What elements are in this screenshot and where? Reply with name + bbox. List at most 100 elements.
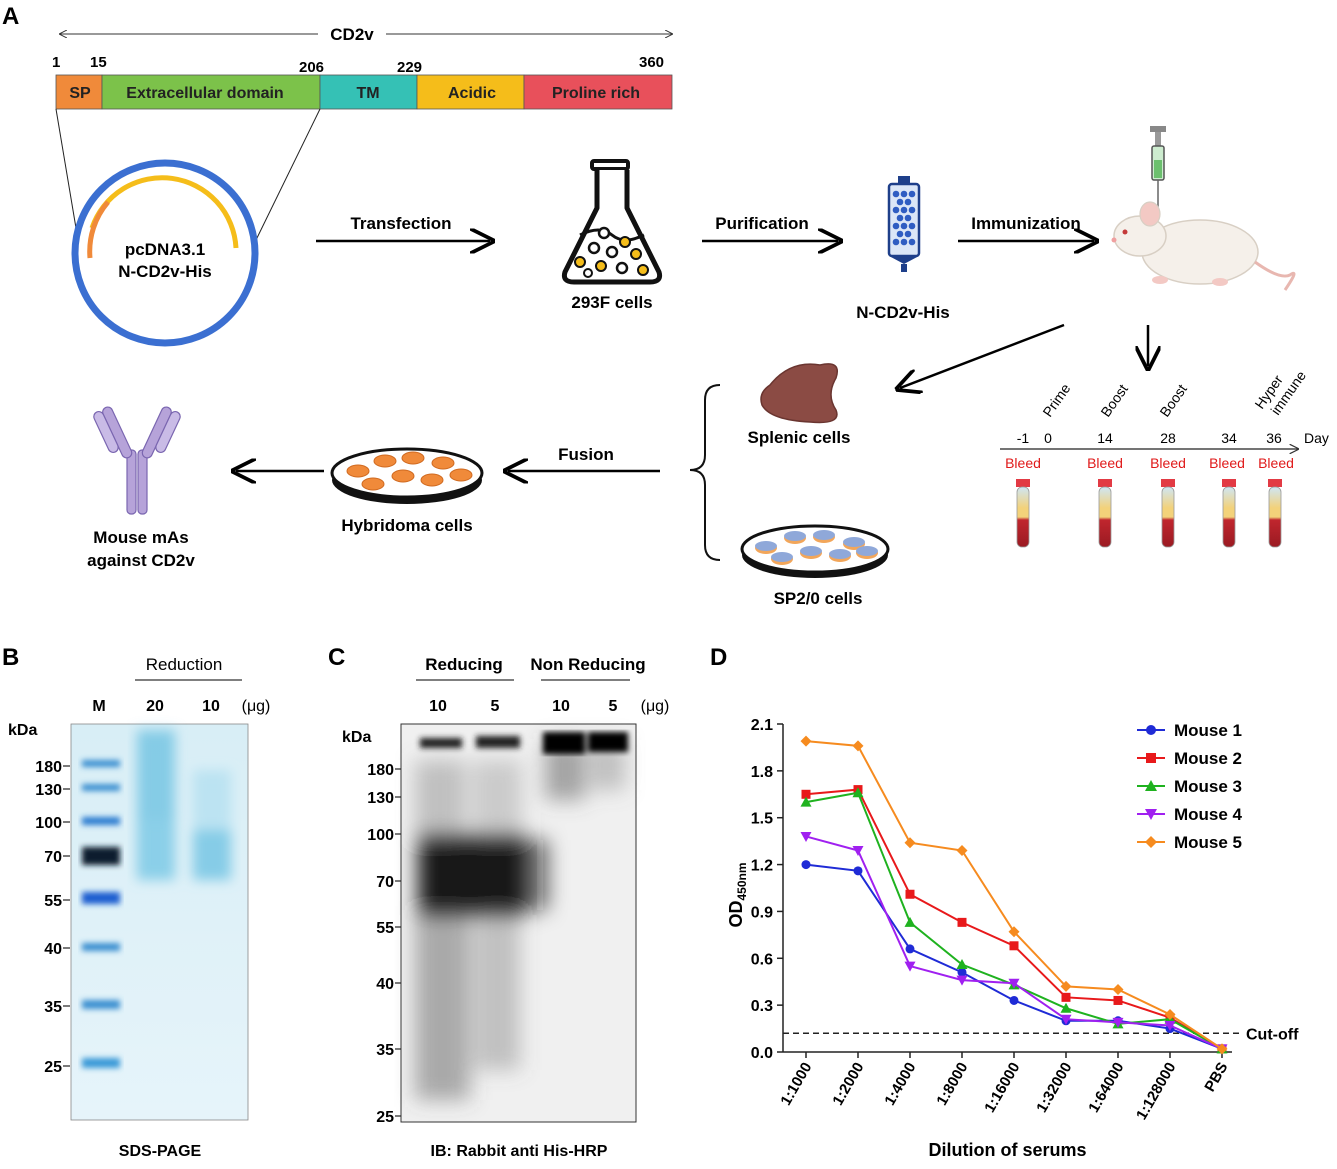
position-label: 206 bbox=[299, 59, 324, 76]
phase-label: Prime bbox=[1039, 380, 1073, 419]
data-point bbox=[904, 837, 916, 849]
purification-column-icon bbox=[887, 176, 921, 272]
panel-d-letter: D bbox=[710, 644, 727, 671]
data-point bbox=[801, 789, 811, 799]
lane-label: 5 bbox=[491, 698, 500, 715]
data-point bbox=[1112, 984, 1124, 996]
y-tick-label: 0.6 bbox=[751, 951, 773, 968]
label-splenic-cells: Splenic cells bbox=[748, 428, 851, 447]
zoom-line-right bbox=[255, 108, 321, 241]
data-point bbox=[1060, 980, 1072, 992]
y-tick-label: 0.0 bbox=[751, 1045, 773, 1062]
domain-label: Extracellular domain bbox=[126, 85, 283, 102]
data-point bbox=[1112, 1017, 1124, 1028]
domain-sp bbox=[55, 74, 103, 110]
lane-label: 5 bbox=[609, 698, 618, 715]
label-mab-line1: Mouse mAs bbox=[93, 528, 188, 547]
position-label: 1 bbox=[52, 54, 60, 71]
data-point bbox=[800, 831, 812, 842]
zoom-line-left bbox=[55, 108, 79, 241]
sds-page-gel bbox=[70, 723, 249, 1121]
syringe-icon bbox=[1150, 126, 1166, 212]
domain-proline bbox=[523, 74, 673, 110]
data-point bbox=[956, 845, 968, 857]
legend-marker bbox=[1146, 725, 1156, 735]
marker-label: 180 bbox=[367, 762, 394, 779]
day-label: 36 bbox=[1266, 430, 1282, 446]
lane-label: 10 bbox=[552, 698, 570, 715]
x-tick-label: 1:64000 bbox=[1085, 1060, 1127, 1116]
cutoff-label: Cut-off bbox=[1246, 1026, 1299, 1043]
insert-arc bbox=[89, 175, 239, 249]
day-label: 0 bbox=[1044, 430, 1052, 446]
lane-label: 10 bbox=[202, 698, 220, 715]
x-tick-label: 1:16000 bbox=[981, 1060, 1023, 1116]
panel-b-caption: SDS-PAGE bbox=[119, 1143, 202, 1160]
y-axis-label: OD450nm bbox=[726, 862, 749, 927]
domain-bar: SP Extracellular domain TM Acidic Prolin… bbox=[55, 74, 673, 110]
step-fusion: Fusion bbox=[558, 445, 614, 464]
domain-label: Proline rich bbox=[552, 85, 640, 102]
step-immunization: Immunization bbox=[971, 214, 1081, 233]
marker-label: 40 bbox=[44, 941, 62, 958]
data-point bbox=[852, 787, 864, 798]
data-point bbox=[853, 866, 863, 876]
y-tick-label: 1.5 bbox=[751, 811, 773, 828]
lane-label: 10 bbox=[429, 698, 447, 715]
phase-label: Boost bbox=[1156, 381, 1190, 420]
sp20-dish-icon bbox=[740, 524, 890, 578]
label-hybridoma-cells: Hybridoma cells bbox=[341, 516, 472, 535]
x-tick-label: 1:1000 bbox=[777, 1060, 815, 1109]
plasmid-diagram: pcDNA3.1 N-CD2v-His bbox=[71, 159, 259, 347]
x-tick-label: 1:32000 bbox=[1033, 1060, 1075, 1116]
domain-label: Acidic bbox=[448, 85, 496, 102]
legend-label: Mouse 4 bbox=[1174, 805, 1243, 824]
cd2v-label: CD2v bbox=[330, 25, 374, 44]
x-tick-label: PBS bbox=[1201, 1060, 1231, 1095]
marker-label: 70 bbox=[44, 849, 62, 866]
data-point bbox=[905, 889, 915, 899]
label-293f-cells: 293F cells bbox=[571, 293, 652, 312]
x-tick-label: 1:4000 bbox=[881, 1060, 919, 1109]
data-point bbox=[957, 967, 967, 977]
plasmid-ring bbox=[71, 159, 259, 347]
data-point bbox=[1164, 1009, 1176, 1021]
series-line bbox=[805, 863, 1223, 1050]
immunization-timeline: Prime Boost Boost Hyper immune -1 0 14 2… bbox=[1000, 368, 1329, 548]
domain-extracellular bbox=[101, 74, 321, 110]
brace bbox=[689, 384, 721, 561]
marker-label: 130 bbox=[367, 790, 394, 807]
marker-label: 70 bbox=[376, 874, 394, 891]
data-point bbox=[1009, 995, 1019, 1005]
legend-label: Mouse 1 bbox=[1174, 721, 1242, 740]
domain-label: TM bbox=[356, 85, 379, 102]
data-point bbox=[801, 860, 811, 870]
y-tick-label: 0.3 bbox=[751, 998, 773, 1015]
day-label: -1 bbox=[1017, 430, 1030, 446]
bleed-label: Bleed bbox=[1005, 455, 1041, 471]
data-point bbox=[1113, 995, 1123, 1005]
data-point bbox=[1061, 992, 1071, 1002]
data-point bbox=[1216, 1043, 1228, 1055]
domain-label: SP bbox=[69, 85, 91, 102]
plasmid-insert: N-CD2v-His bbox=[118, 262, 212, 281]
label-sp20-cells: SP2/0 cells bbox=[774, 589, 863, 608]
data-point bbox=[800, 735, 812, 747]
data-point bbox=[1060, 1014, 1072, 1025]
marker-label: 55 bbox=[376, 920, 394, 937]
marker-label: 55 bbox=[44, 893, 62, 910]
label-ncd2v-his: N-CD2v-His bbox=[856, 303, 950, 322]
position-label: 15 bbox=[90, 54, 107, 71]
day-label: 28 bbox=[1160, 430, 1176, 446]
y-tick-label: 1.8 bbox=[751, 764, 773, 781]
marker-label: 100 bbox=[35, 815, 62, 832]
data-point bbox=[1008, 926, 1020, 938]
legend-marker bbox=[1146, 753, 1156, 763]
legend-label: Mouse 2 bbox=[1174, 749, 1242, 768]
panel-c-header-reducing: Reducing bbox=[425, 655, 502, 674]
marker-label: 40 bbox=[376, 976, 394, 993]
kda-label: kDa bbox=[342, 729, 371, 746]
marker-label: 25 bbox=[44, 1059, 62, 1076]
bleed-label: Bleed bbox=[1087, 455, 1123, 471]
